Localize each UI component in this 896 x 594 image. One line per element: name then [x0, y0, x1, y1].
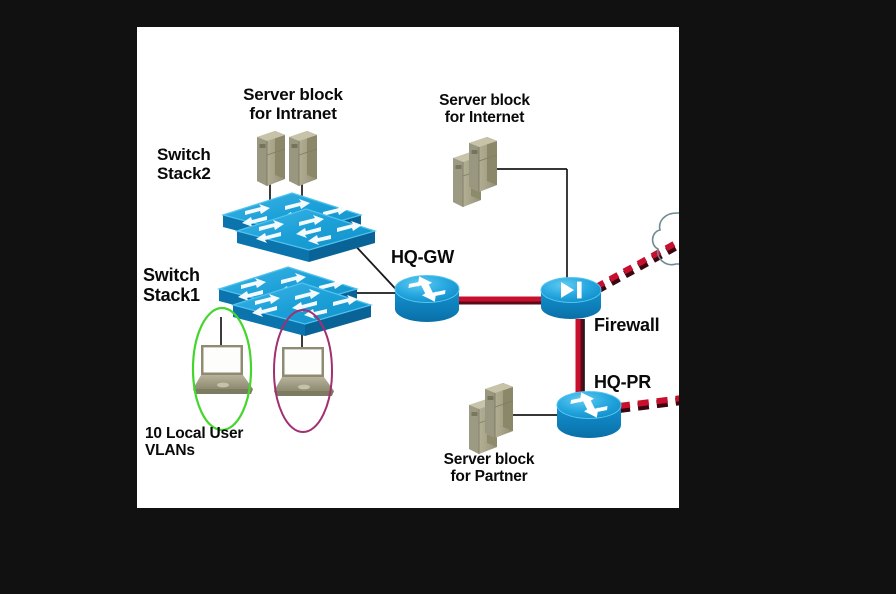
router-arrows-icon: [570, 392, 608, 418]
laptop-green-vlan[interactable]: [193, 345, 253, 394]
vlan-group-green: [191, 306, 253, 432]
label-switch-stack2: Switch Stack2: [157, 145, 211, 184]
server-intranet-b[interactable]: [288, 130, 318, 187]
network-diagram-canvas: Server block for Intranet Switch Stack2 …: [137, 27, 679, 508]
firewall-play-icon: [561, 281, 582, 299]
switch-stack-2[interactable]: [222, 192, 376, 263]
firewall-device[interactable]: [540, 277, 602, 320]
label-local-user-vlans: 10 Local User VLANs: [145, 425, 244, 460]
label-server-block-partner: Server block for Partner: [443, 451, 535, 486]
label-switch-stack1: Switch Stack1: [143, 265, 200, 306]
link-firewall-to-cloud: [594, 241, 676, 290]
link-hq-pr-to-partner-wan: [618, 395, 679, 409]
label-firewall: Firewall: [594, 315, 660, 335]
label-server-block-intranet: Server block for Intranet: [243, 85, 343, 124]
link-firewall-to-cloud-shadow: [595, 243, 677, 294]
server-block-internet[interactable]: [452, 136, 498, 208]
server-intranet-a[interactable]: [256, 130, 286, 187]
internet-cloud: [651, 212, 679, 266]
label-hq-pr: HQ-PR: [594, 372, 651, 392]
laptop-magenta-vlan[interactable]: [274, 347, 334, 396]
hq-gw-router[interactable]: [394, 275, 460, 323]
vlan-group-magenta: [273, 309, 333, 433]
router-arrows-icon: [408, 276, 446, 302]
hq-pr-router[interactable]: [556, 391, 622, 439]
network-diagram: [191, 130, 679, 455]
label-server-block-internet: Server block for Internet: [439, 92, 530, 127]
label-hq-gw: HQ-GW: [391, 247, 454, 267]
server-block-partner[interactable]: [468, 382, 514, 455]
